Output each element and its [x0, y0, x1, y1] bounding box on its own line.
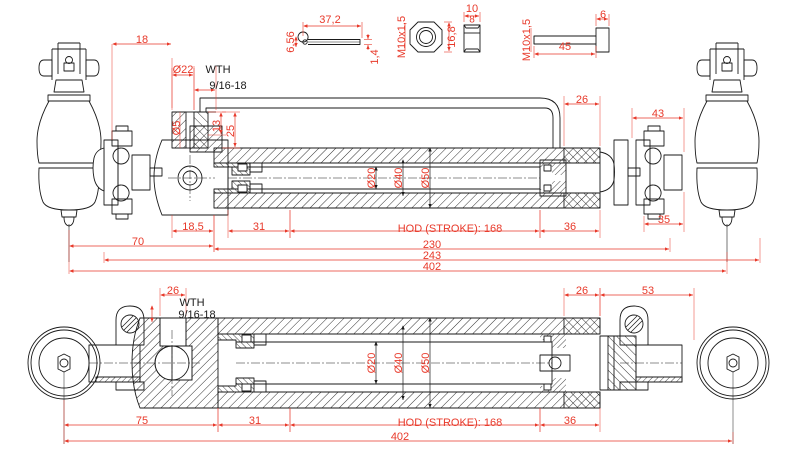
dim-cotter-thickness: 1,4 — [369, 49, 381, 64]
dim-top-stroke: HOD (STROKE): 168 — [398, 223, 503, 235]
detail-castle-nut — [404, 21, 452, 53]
top-view-dimensions — [68, 42, 761, 274]
dim-bottom-31: 31 — [249, 415, 261, 427]
dim-top-d20: Ø20 — [366, 168, 378, 189]
dim-bottom-d40: Ø40 — [393, 353, 405, 374]
dim-top-13: 13 — [211, 120, 223, 132]
dim-top-230: 230 — [423, 239, 441, 251]
dim-top-70: 70 — [132, 236, 144, 248]
detail-stud-bolt — [530, 14, 610, 58]
dim-cotter-eye: 6,56 — [285, 31, 297, 52]
label-top-wth-thread: 9/16-18 — [209, 80, 246, 92]
dim-top-26: 26 — [576, 94, 588, 106]
dim-bottom-402: 402 — [391, 431, 409, 443]
label-bottom-wth: WTH — [179, 297, 204, 309]
dim-top-31: 31 — [253, 221, 265, 233]
dim-stud-head-width: 6 — [600, 9, 606, 21]
dim-top-243: 243 — [423, 250, 441, 262]
dim-top-25: 25 — [225, 125, 237, 137]
dim-bottom-75: 75 — [136, 415, 148, 427]
dim-bottom-26-right: 26 — [576, 285, 588, 297]
bottom-cylinder-tube — [217, 317, 601, 409]
dim-top-18: 18 — [136, 34, 148, 46]
top-head-housing — [92, 139, 229, 216]
bottom-right-rod-end — [599, 305, 683, 391]
dim-bottom-26: 26 — [167, 285, 179, 297]
label-top-wth: WTH — [205, 64, 230, 76]
dim-top-35: 35 — [658, 214, 670, 226]
dim-bottom-d50: Ø50 — [420, 353, 432, 374]
dim-top-18-5: 18,5 — [182, 221, 203, 233]
dim-top-d50: Ø50 — [420, 168, 432, 189]
dim-nut-flats: 16,8 — [446, 26, 458, 47]
dim-bottom-d20: Ø20 — [366, 353, 378, 374]
dim-stud-length: 45 — [559, 41, 571, 53]
top-left-ball-joint — [36, 42, 102, 262]
top-cylinder-tube — [213, 147, 601, 209]
dim-top-d40: Ø40 — [393, 168, 405, 189]
bottom-right-eye — [696, 326, 770, 444]
top-head-section — [168, 111, 223, 201]
dim-top-43: 43 — [652, 108, 664, 120]
bottom-view-dimensions — [63, 288, 734, 444]
top-right-ball-joint — [694, 42, 760, 262]
dim-nut-height-total: 10 — [466, 3, 478, 15]
dim-nut-thread: M10x1,5 — [396, 16, 408, 58]
top-right-clamp — [627, 125, 683, 220]
dim-bottom-53: 53 — [642, 285, 654, 297]
detail-cotter-pin — [294, 22, 372, 50]
dim-top-36: 36 — [564, 221, 576, 233]
dim-bottom-stroke: HOD (STROKE): 168 — [398, 417, 503, 429]
dim-cotter-length: 37,2 — [319, 14, 340, 26]
label-bottom-wth-thread: 9/16-18 — [178, 309, 215, 321]
dim-stud-thread: M10x1,5 — [521, 19, 533, 61]
top-right-endcap — [599, 139, 629, 206]
dim-top-402: 402 — [423, 261, 441, 273]
top-bent-hose — [199, 97, 561, 148]
top-left-clamp — [103, 125, 163, 220]
dim-top-d5: Ø5 — [171, 121, 183, 136]
dim-bottom-36: 36 — [564, 415, 576, 427]
detail-castle-nut-side — [463, 12, 481, 53]
dim-top-d22: Ø22 — [173, 64, 194, 76]
bottom-head-block — [131, 317, 219, 409]
dim-nut-height-body: 8 — [469, 15, 475, 26]
